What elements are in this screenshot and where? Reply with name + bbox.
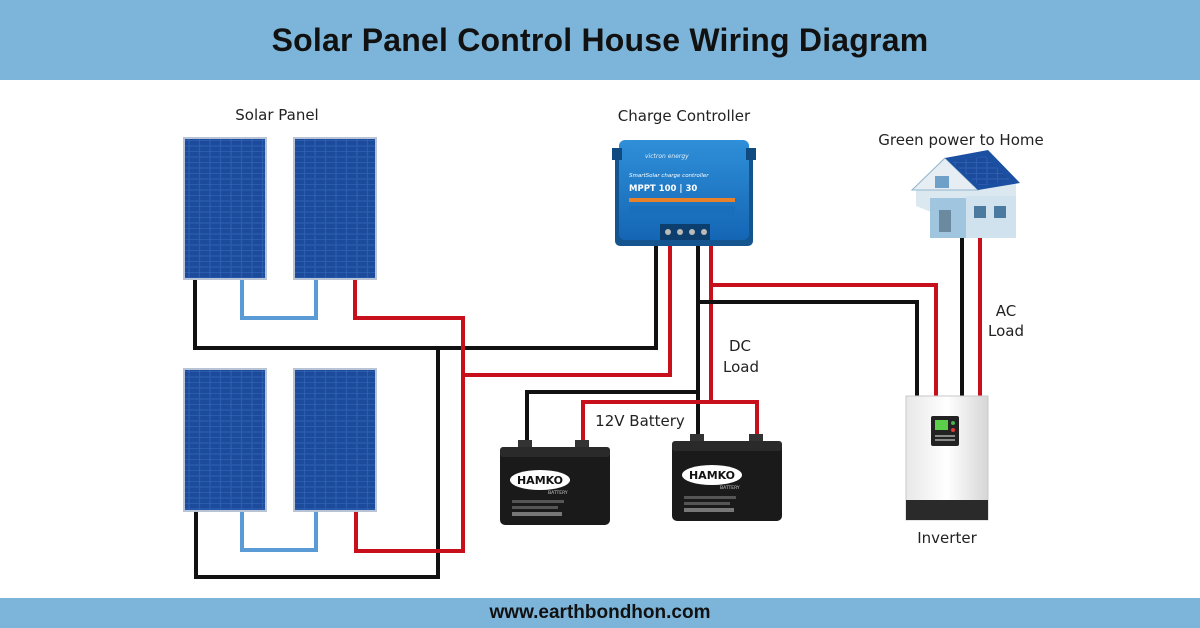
solar-panel-top-left <box>183 137 267 280</box>
jumper-bottom <box>240 512 318 552</box>
label-ac-load: Load <box>988 322 1024 340</box>
label-charge-controller: Charge Controller <box>618 107 751 125</box>
controller-brand: victron energy <box>645 153 689 160</box>
wires <box>193 238 982 579</box>
wire-black-controller-inverter <box>698 300 919 396</box>
battery-right: HAMKO BATTERY <box>672 434 782 521</box>
wire-black-top-panel <box>193 245 658 350</box>
wire-black-bottom-panel <box>194 348 440 579</box>
wire-red-controller-inverter <box>711 283 938 396</box>
footer-bar: www.earthbondhon.com <box>0 598 1200 628</box>
battery-right-brand: HAMKO <box>689 469 735 482</box>
controller-model: MPPT 100 | 30 <box>629 184 697 194</box>
wire-red-top-panel <box>353 245 672 377</box>
label-dc: DC <box>729 337 751 355</box>
label-dc-load: Load <box>723 358 759 376</box>
solar-panel-top-right <box>293 137 377 280</box>
solar-panel-bottom-left <box>183 368 267 512</box>
wiring-diagram: victron energy SmartSolar charge control… <box>183 106 1044 579</box>
battery-right-sub: BATTERY <box>720 485 740 491</box>
labels: Solar Panel Charge Controller Green powe… <box>235 106 1043 547</box>
wire-red-battery <box>581 400 759 442</box>
solar-panels <box>183 137 377 512</box>
label-ac: AC <box>996 302 1016 320</box>
wire-black-battery-left <box>525 245 700 442</box>
label-battery: 12V Battery <box>595 412 685 430</box>
battery-left-sub: BATTERY <box>548 490 568 496</box>
jumper-top <box>240 280 318 320</box>
battery-left-brand: HAMKO <box>517 474 563 487</box>
header-bar: Solar Panel Control House Wiring Diagram <box>0 0 1200 80</box>
controller-line1: SmartSolar charge controller <box>629 173 709 179</box>
label-inverter: Inverter <box>917 529 977 547</box>
battery-left: HAMKO BATTERY <box>500 440 610 525</box>
charge-controller: victron energy SmartSolar charge control… <box>612 140 756 246</box>
solar-panel-bottom-right <box>293 368 377 512</box>
house-icon <box>910 150 1020 238</box>
page-title: Solar Panel Control House Wiring Diagram <box>271 21 929 58</box>
inverter <box>905 395 989 521</box>
footer-url: www.earthbondhon.com <box>489 602 711 623</box>
label-green-power: Green power to Home <box>878 131 1043 149</box>
wire-red-bottom-panel <box>354 375 465 553</box>
label-solar-panel: Solar Panel <box>235 106 318 124</box>
